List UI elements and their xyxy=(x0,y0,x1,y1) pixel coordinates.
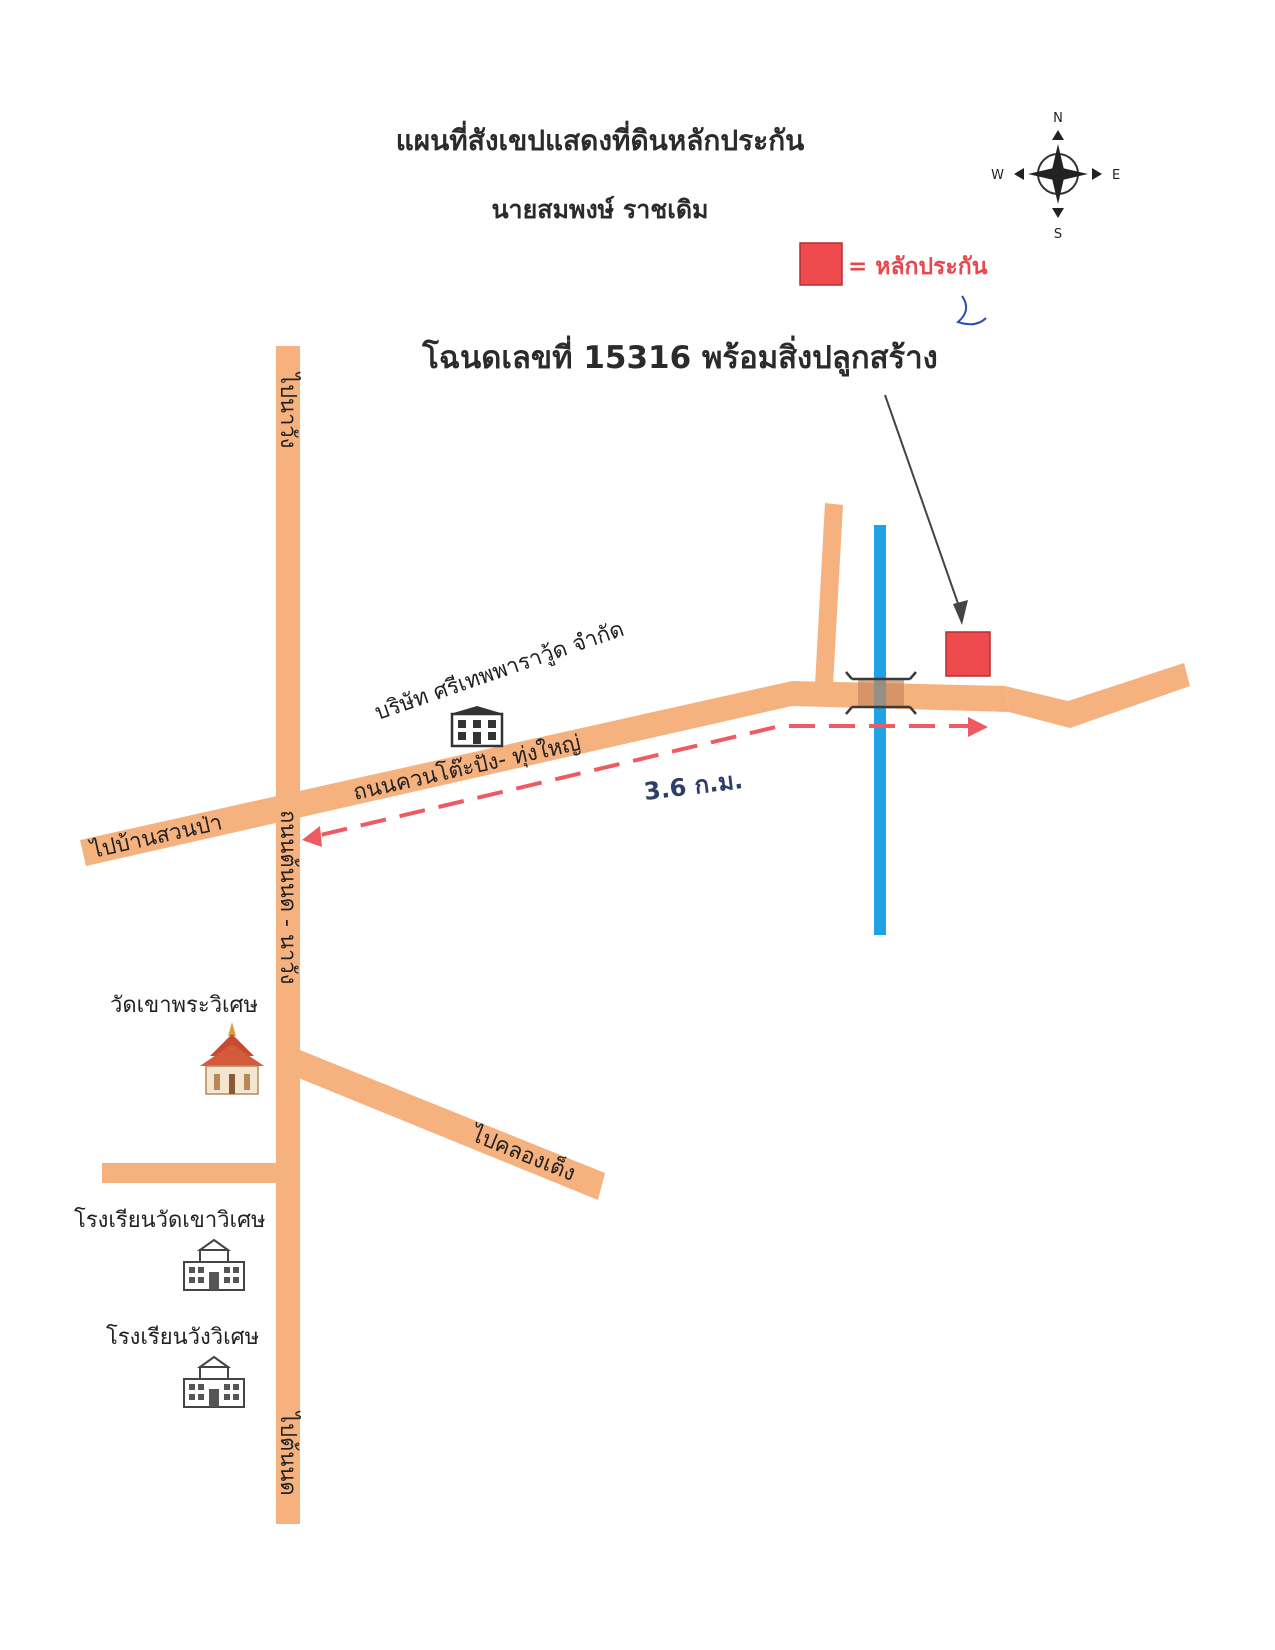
legend-marker xyxy=(799,242,843,286)
school-building-icon xyxy=(183,1238,245,1291)
handwritten-mark xyxy=(956,295,987,326)
factory-building-icon xyxy=(450,706,504,748)
route-arrow-east-icon xyxy=(968,717,988,737)
label-school2: โรงเรียนวังวิเศษ xyxy=(106,1324,259,1350)
temple-icon xyxy=(200,1022,264,1095)
road-southeast-branch xyxy=(296,1050,605,1200)
road-main-west xyxy=(80,681,792,866)
label-company: บริษัท ศรีเทพพาราวู้ด จำกัด xyxy=(372,617,627,726)
owner-name: นายสมพงษ์ ราชเดิม xyxy=(491,195,708,224)
bridge-icon xyxy=(845,671,917,715)
label-to-nawang: ไปนาวัง xyxy=(275,371,301,449)
compass-w: W xyxy=(991,168,1004,183)
label-school1: โรงเรียนวัดเขาวิเศษ xyxy=(74,1207,266,1233)
school-building-icon xyxy=(183,1355,245,1408)
route-arrow-west-icon xyxy=(302,826,322,847)
map-title: แผนที่สังเขปแสดงที่ดินหลักประกัน xyxy=(396,120,805,157)
distance-label: 3.6 ก.ม. xyxy=(642,766,744,806)
distance-route xyxy=(311,724,975,839)
collateral-land-marker xyxy=(945,631,991,677)
legend-text: = หลักประกัน xyxy=(848,254,988,280)
compass-e: E xyxy=(1112,168,1120,183)
road-west-stub xyxy=(102,1163,278,1183)
label-ton-nod-road: ถนนต้นนด - นาวัง xyxy=(275,810,300,984)
deed-label: โฉนดเลขที่ 15316 พร้อมสิ่งปลูกสร้าง xyxy=(421,335,938,377)
river xyxy=(874,525,886,935)
compass-s: S xyxy=(1054,227,1062,242)
compass-icon: N S E W xyxy=(991,111,1120,242)
label-to-ton-nod: ไปต้นนด xyxy=(275,1410,301,1496)
compass-n: N xyxy=(1053,111,1063,126)
road-main-east xyxy=(1005,663,1190,728)
road-north-branch xyxy=(815,503,843,685)
label-temple: วัดเขาพระวิเศษ xyxy=(110,993,258,1018)
pointer-arrow-icon xyxy=(953,600,968,625)
pointer-line xyxy=(884,394,963,616)
label-to-ban-suan-pa: ไปบ้านสวนป่า xyxy=(87,809,225,864)
road-vertical xyxy=(276,346,300,1524)
